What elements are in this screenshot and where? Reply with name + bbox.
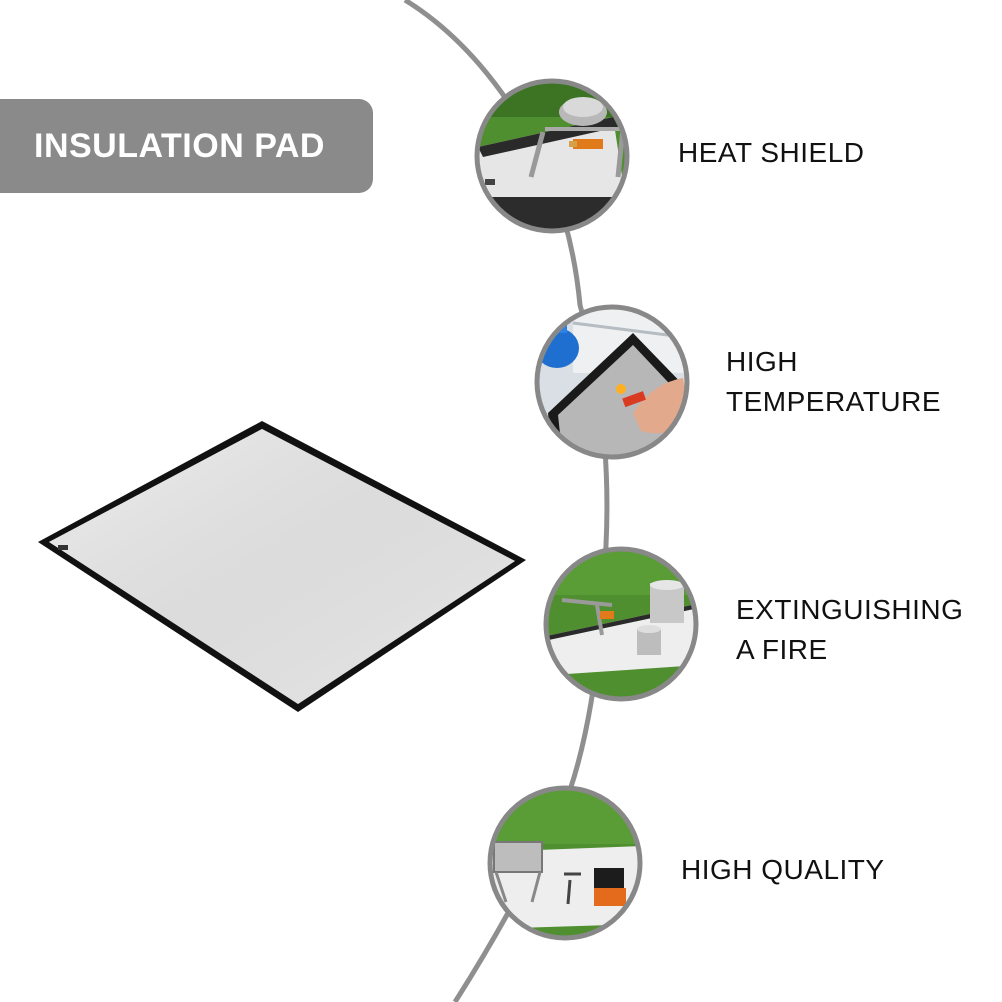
feature-line: HIGH QUALITY	[681, 854, 885, 885]
feature-line: A FIRE	[736, 634, 828, 665]
feature-label-high-quality: HIGH QUALITY	[681, 850, 885, 890]
feature-label-heat-shield: HEAT SHIELD	[678, 133, 865, 173]
page-title: INSULATION PAD	[34, 126, 325, 165]
feature-line: HEAT SHIELD	[678, 137, 865, 168]
grill-and-tools-on-pad-icon	[487, 785, 643, 941]
title-banner: INSULATION PAD	[0, 99, 373, 193]
camping-stove-on-pad-icon	[474, 78, 630, 234]
pad-tag	[58, 545, 68, 550]
feature-line: HIGH	[726, 346, 798, 377]
lighter-flame-on-pad-icon	[534, 304, 690, 460]
feature-line: EXTINGUISHING	[736, 594, 964, 625]
feature-label-high-temperature: HIGH TEMPERATURE	[726, 342, 941, 422]
feature-label-extinguishing: EXTINGUISHING A FIRE	[736, 590, 963, 670]
feature-line: TEMPERATURE	[726, 386, 941, 417]
stove-and-mugs-on-grass-icon	[543, 546, 699, 702]
